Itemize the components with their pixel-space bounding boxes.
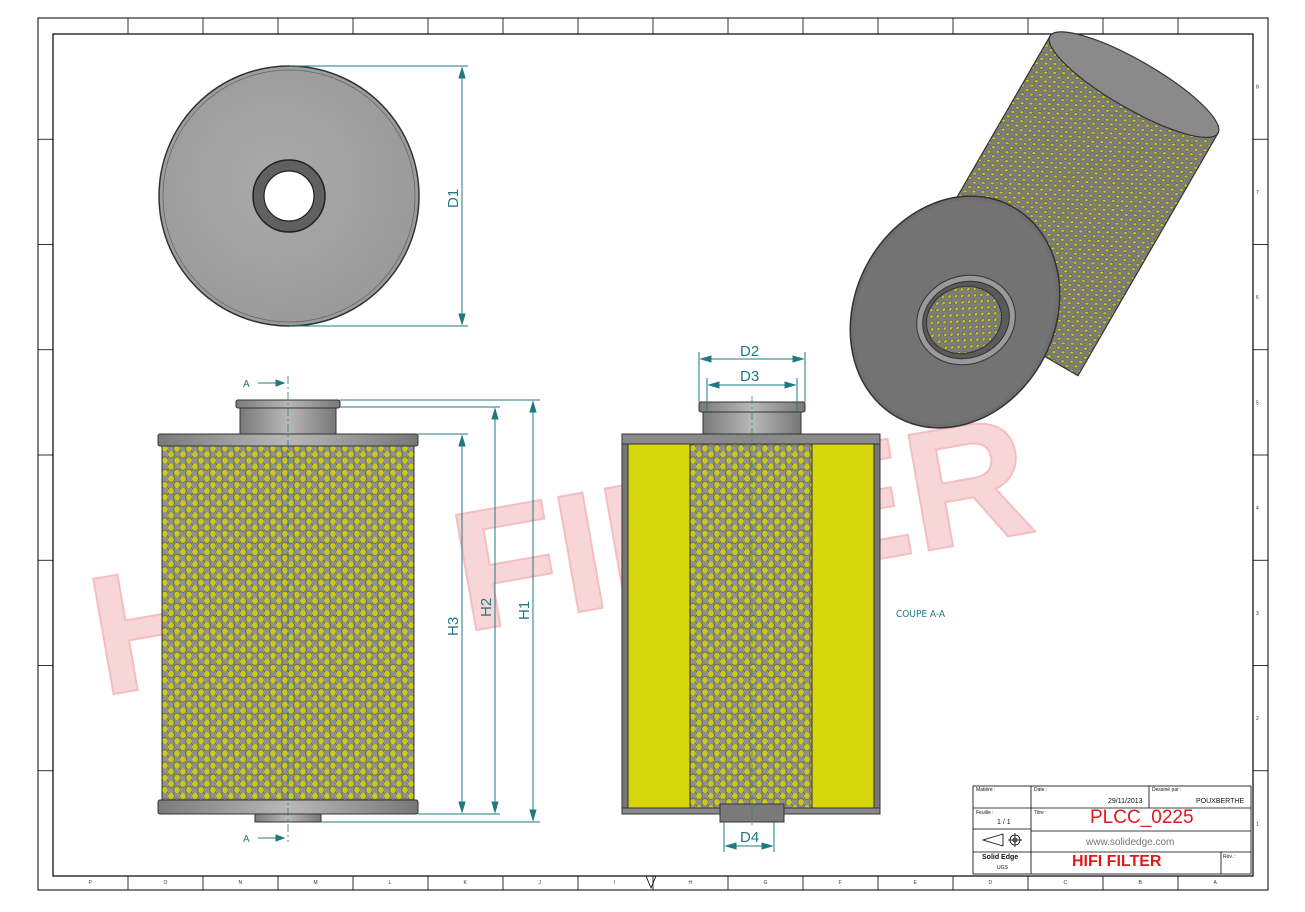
dim-label-d4: D4 <box>740 829 759 846</box>
dim-label-d3: D3 <box>740 368 759 385</box>
zone-letter: A <box>1214 880 1218 886</box>
dim-label-d1: D1 <box>445 189 462 208</box>
software-sub: UGS <box>997 865 1008 871</box>
zone-letter: M <box>314 880 318 886</box>
rev-label: Rév. : <box>1223 854 1236 860</box>
top-view <box>158 65 420 327</box>
svg-text:A: A <box>243 379 250 390</box>
zone-letter: B <box>1139 880 1143 886</box>
zone-number: 1 <box>1256 821 1259 827</box>
date-label: Date : <box>1034 787 1048 793</box>
projection-symbol-icon <box>981 833 1022 847</box>
dim-label-h2: H2 <box>478 598 495 617</box>
zone-letter: H <box>689 880 693 886</box>
zone-number: 4 <box>1256 506 1259 512</box>
dimension-h: H3 H2 H1 <box>321 399 540 823</box>
zone-letter: C <box>1064 880 1068 886</box>
zone-number: 3 <box>1256 611 1259 617</box>
feuille-value: 1 / 1 <box>997 819 1011 826</box>
section-view <box>621 396 881 826</box>
section-label: COUPE A-A <box>896 609 946 620</box>
title-block-frame <box>972 785 1252 875</box>
front-view <box>157 376 419 842</box>
zone-letter: L <box>389 880 392 886</box>
dimension-d1: D1 <box>289 65 468 327</box>
zone-number: 8 <box>1256 85 1259 91</box>
dim-label-d2: D2 <box>740 343 759 360</box>
zone-letter: D <box>989 880 993 886</box>
matiere-label: Matière : <box>976 787 996 793</box>
titre-label: Titre : <box>1034 810 1047 816</box>
feuille-label: Feuille : <box>976 810 994 816</box>
software-name: Solid Edge <box>982 854 1019 861</box>
zone-letter: E <box>914 880 918 886</box>
iso-view <box>849 31 1220 429</box>
dimension-d2-d3-d4: D2 D3 D4 <box>698 343 806 852</box>
svg-text:A: A <box>243 834 250 845</box>
company-name: HIFI FILTER <box>1072 853 1162 870</box>
zone-letter: P <box>89 880 93 886</box>
zone-letter: N <box>239 880 243 886</box>
zone-letter: O <box>164 880 168 886</box>
titre-value: PLCC_0225 <box>1090 807 1194 828</box>
dim-label-h3: H3 <box>445 617 462 636</box>
zone-letter: F <box>839 880 842 886</box>
website: www.solidedge.com <box>1086 837 1175 848</box>
zone-marks: P O N M L K J I H G F E D C B A 8 7 6 5 4 3 2 1 <box>38 18 1268 890</box>
dessine-label: Dessiné par : <box>1152 787 1182 793</box>
zone-letter: I <box>614 880 615 886</box>
zone-number: 5 <box>1256 400 1259 406</box>
zone-letter: J <box>539 880 542 886</box>
zone-letter: G <box>764 880 768 886</box>
zone-number: 6 <box>1256 295 1259 301</box>
dessine-value: POUXBERTHE <box>1196 798 1245 805</box>
dim-label-h1: H1 <box>516 601 533 620</box>
section-marker-top: A <box>243 379 286 390</box>
zone-letter: K <box>464 880 468 886</box>
zone-number: 2 <box>1256 716 1259 722</box>
date-value: 29/11/2013 <box>1108 798 1143 805</box>
zone-number: 7 <box>1256 190 1259 196</box>
sheet-center-arrow-icon <box>645 875 657 890</box>
section-marker-bottom: A <box>243 834 286 845</box>
